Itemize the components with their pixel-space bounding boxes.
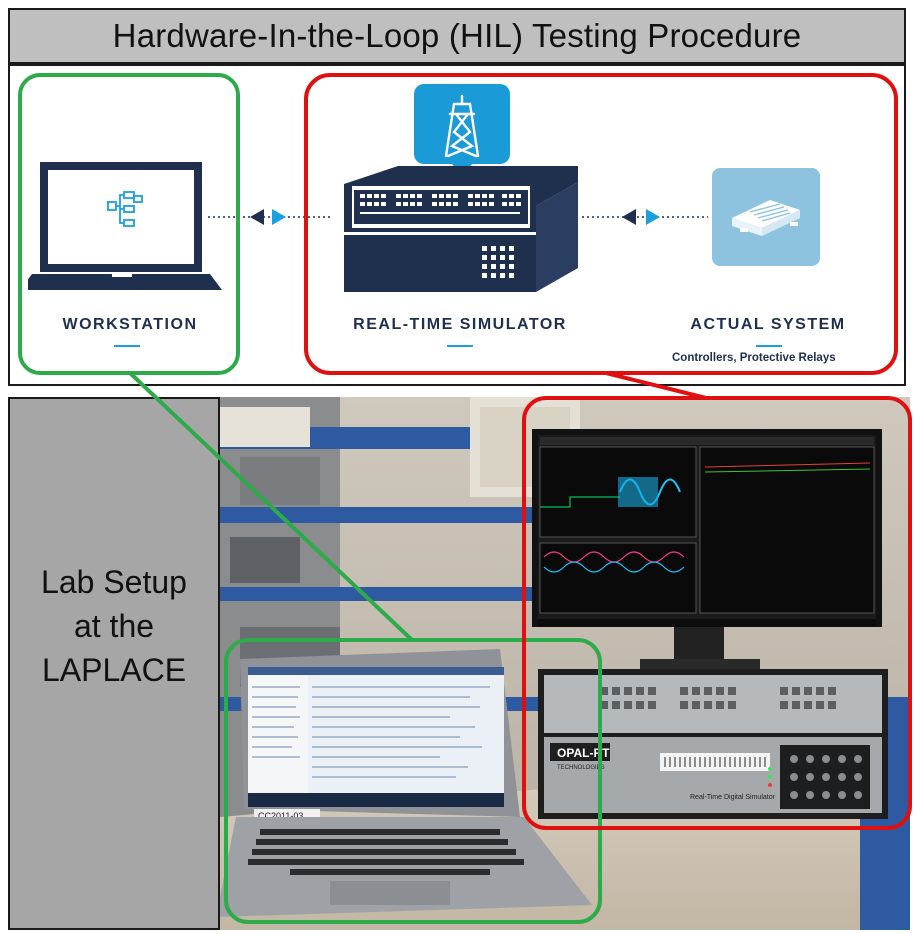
simulator-label: REAL-TIME SIMULATOR (353, 316, 567, 333)
lab-setup-photo: OPAL-RT TECHNOLOGIES Real-Time Digital S… (220, 397, 910, 930)
actual-system-device-icon (712, 168, 820, 266)
lab-setup-caption: Lab Setup at the LAPLACE (8, 560, 220, 692)
opal-rt-brand-sub: TECHNOLOGIES (557, 765, 605, 771)
page-title: Hardware-In-the-Loop (HIL) Testing Proce… (112, 17, 802, 54)
workstation-underline (114, 345, 140, 347)
red-connector (605, 371, 707, 400)
simulator-system-link (582, 209, 708, 225)
actual-system-label: ACTUAL SYSTEM (690, 316, 846, 333)
laptop-green-frame (224, 638, 602, 924)
laptop-asset-tag: CC2011-03 (258, 811, 303, 821)
simulator-underline (447, 345, 473, 347)
workstation-simulator-link (208, 209, 332, 225)
real-time-simulator-icon (344, 84, 578, 292)
lab-line-1: Lab Setup (41, 564, 187, 600)
workstation-laptop-icon (28, 162, 222, 290)
simulator-caption: Real-Time Digital Simulator (690, 794, 776, 801)
actual-system-sublabel: Controllers, Protective Relays (672, 352, 836, 364)
opal-rt-brand: OPAL-RT (557, 746, 610, 760)
workstation-label: WORKSTATION (62, 316, 198, 333)
lab-line-2: at the (73, 608, 155, 644)
rack-red-frame (522, 396, 912, 830)
simulator-red-frame (304, 73, 898, 375)
lab-setup-panel (8, 397, 220, 930)
green-connector (128, 371, 414, 642)
title-bar (8, 8, 906, 64)
actual-system-underline (756, 345, 782, 347)
lab-line-3: LAPLACE (41, 652, 187, 688)
workstation-green-frame (18, 73, 240, 375)
